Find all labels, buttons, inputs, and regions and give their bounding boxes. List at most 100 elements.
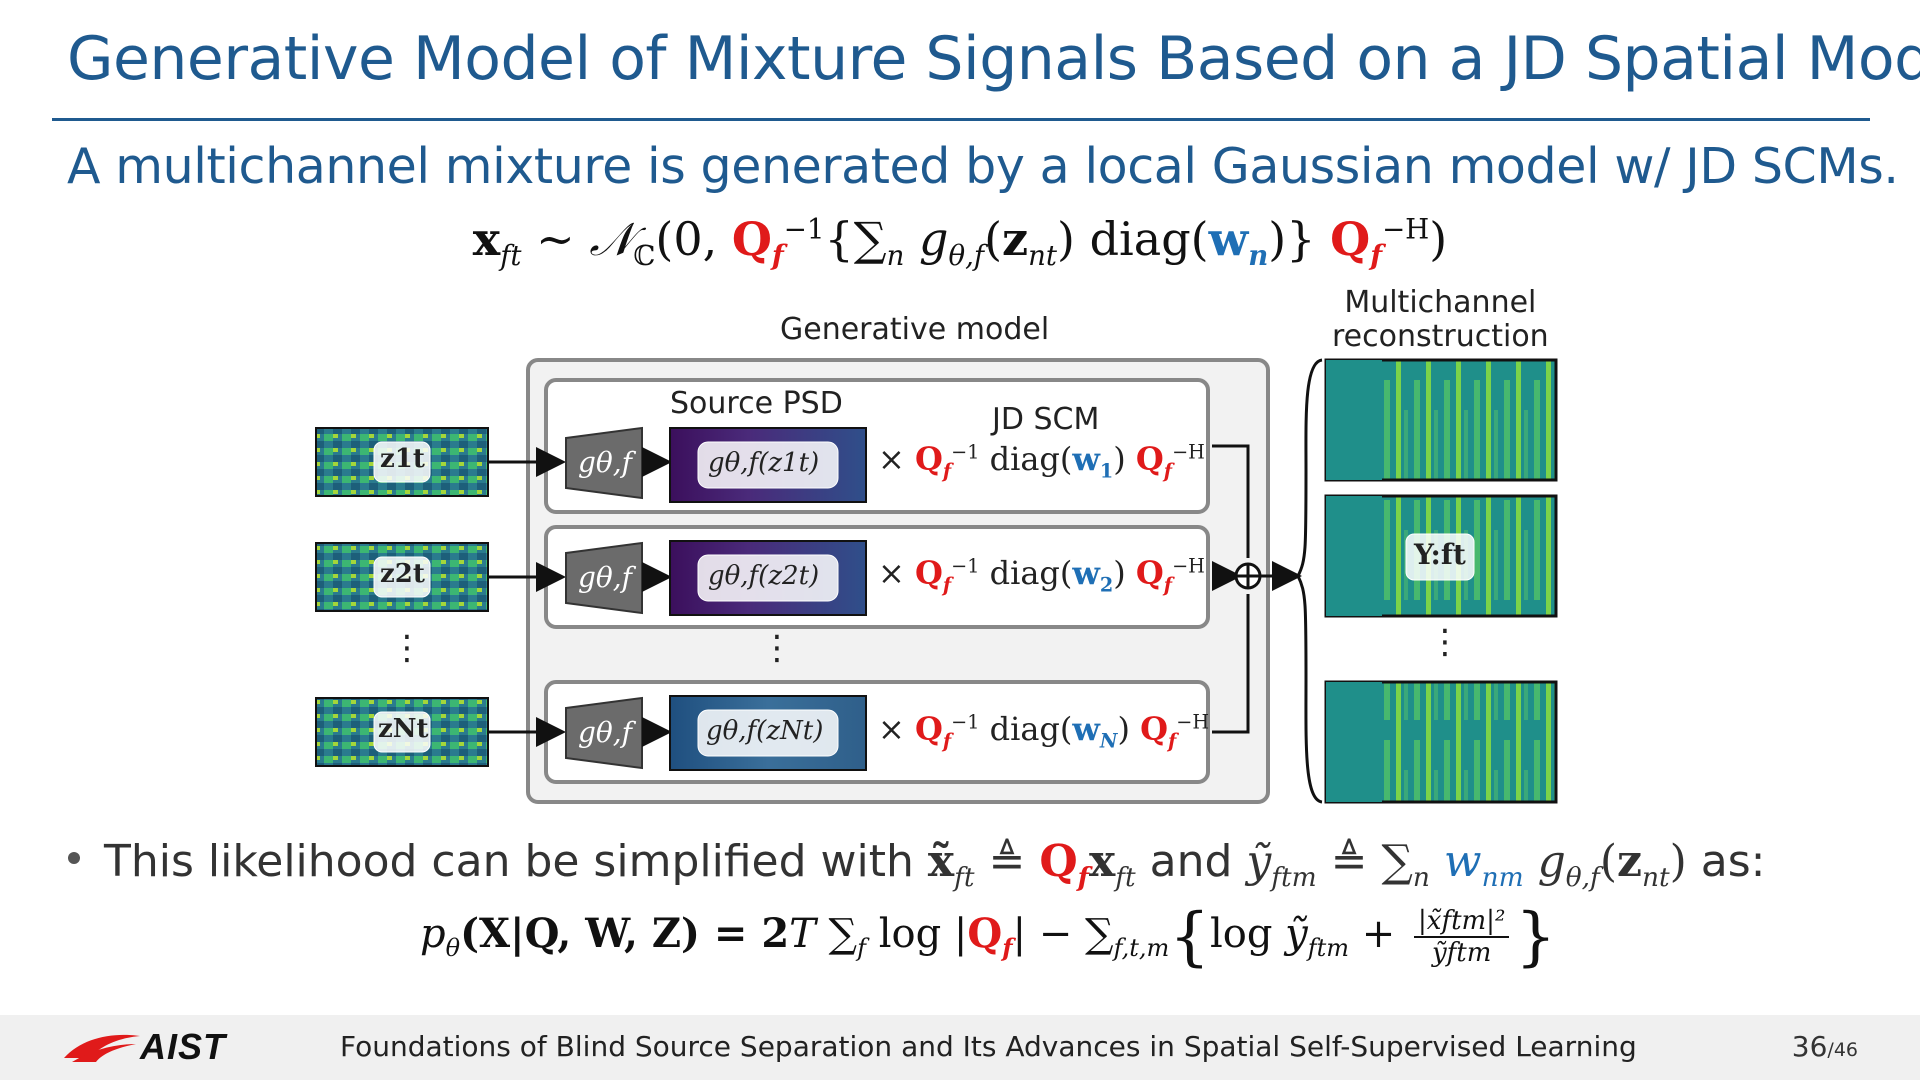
- bullet-x-sub: ft: [1115, 861, 1136, 893]
- likelihood-equation: pθ(X|Q, W, Z) = 2T ∑f log |Qf| − ∑f,t,m{…: [420, 900, 1556, 974]
- lik-y-sub: ftm: [1307, 934, 1350, 962]
- latent-zN-label: zNt: [378, 714, 429, 744]
- bullet-Q: Q: [1039, 836, 1078, 887]
- output-brace: [1296, 358, 1323, 804]
- lik-frac-den: ỹftm: [1431, 938, 1492, 968]
- slide-title: Generative Model of Mixture Signals Base…: [67, 24, 1920, 94]
- lik-p-sub: θ: [445, 934, 461, 962]
- lik-plus: +: [1349, 911, 1409, 957]
- bullet-Q-sub: f: [1077, 861, 1090, 893]
- bullet-post: as:: [1686, 836, 1766, 887]
- main-equation: xft ~ 𝒩ℂ(0, Qf−1{∑n gθ,f(znt) diag(wn)} …: [0, 212, 1920, 272]
- scm-N-QH: Q: [1140, 710, 1168, 748]
- lik-sum2: ∑: [1085, 911, 1114, 957]
- jd-scm-label: JD SCM: [992, 402, 1100, 437]
- scm-N-diag: diag(: [979, 710, 1073, 748]
- decoder-N-label: gθ,f: [578, 716, 633, 749]
- bullet-sum: ∑: [1381, 836, 1413, 887]
- latent-z1-chip: [373, 441, 431, 483]
- lik-p: p: [420, 911, 446, 957]
- multichannel-label-line1: Multichannel: [1344, 285, 1537, 320]
- bullet-def1: ≜: [974, 836, 1040, 887]
- bullet-xt: x̃: [927, 836, 955, 887]
- lik-log: log |: [866, 911, 968, 957]
- slide-subtitle: A multichannel mixture is generated by a…: [67, 138, 1899, 195]
- bullet-yt: ỹ: [1246, 836, 1272, 887]
- eq-z-sub: nt: [1028, 239, 1058, 273]
- psd-1-chip: [697, 441, 839, 489]
- lik-y: ỹ: [1285, 911, 1308, 957]
- page-current: 36: [1791, 1030, 1828, 1063]
- scm-2-times: ×: [878, 554, 915, 592]
- aist-logo-icon: [64, 1034, 140, 1062]
- bullet-z-close: ): [1669, 836, 1687, 887]
- eq-Q2: Q: [1330, 212, 1371, 266]
- latent-z1-label: z1t: [380, 444, 425, 474]
- lik-brace-close: }: [1515, 900, 1557, 974]
- multichannel-label-line2: reconstruction: [1332, 319, 1549, 354]
- aist-logo-text: AIST: [140, 1026, 227, 1067]
- scm-N-w-sub: N: [1099, 729, 1118, 753]
- footer-title: Foundations of Blind Source Separation a…: [340, 1030, 1637, 1063]
- eq-diag: diag(: [1074, 212, 1209, 266]
- scm-2-diag: diag(: [979, 554, 1073, 592]
- lik-Q-sub: f: [1002, 933, 1013, 962]
- bullet-and: and: [1135, 836, 1247, 887]
- bullet-z-sub: nt: [1641, 861, 1670, 893]
- scm-N-close: ): [1117, 710, 1141, 748]
- scm-2-QH-sup: −H: [1172, 554, 1205, 578]
- bullet-z-open: (: [1599, 836, 1617, 887]
- bullet-x: x: [1089, 836, 1116, 887]
- eq-z-close: ): [1057, 212, 1075, 266]
- scm-1-QH: Q: [1135, 440, 1164, 478]
- output-spectrogram-2-pad: [1326, 496, 1382, 616]
- lik-brace-open: {: [1169, 900, 1210, 974]
- vdots-psd: ⋮: [760, 628, 794, 668]
- scm-1-w-sub: 1: [1099, 459, 1114, 483]
- lik-frac-num: |x̃ftm|²: [1414, 906, 1510, 938]
- decoder-1: [565, 426, 643, 500]
- bullet-item: This likelihood can be simplified with x…: [68, 836, 1765, 893]
- line-row1-sum: [1212, 444, 1250, 558]
- lik-Q: Q: [967, 910, 1003, 957]
- vdots-latent: ⋮: [390, 628, 424, 668]
- decoder-2-label: gθ,f: [578, 561, 633, 594]
- eq-brace-open: {: [824, 212, 854, 266]
- eq-Q: Q: [731, 212, 772, 266]
- scm-1-QH-sup: −H: [1172, 440, 1205, 464]
- scm-2-Q: Q: [914, 554, 943, 592]
- lik-abs-close: | −: [1012, 911, 1085, 957]
- bullet-g: g: [1523, 836, 1566, 887]
- bullet-xt-sub: ft: [954, 861, 975, 893]
- generative-model-label: Generative model: [780, 312, 1050, 347]
- psd-N-label: gθ,f(zNt): [706, 716, 824, 746]
- line-rowN-sum: [1212, 594, 1250, 734]
- psd-2-chip: [697, 554, 839, 602]
- eq-sum: ∑: [853, 212, 887, 266]
- lik-args: (X|Q, W, Z) = 2: [460, 910, 790, 957]
- output-spectrogram-3-pad: [1326, 682, 1382, 802]
- output-chip: [1405, 533, 1475, 581]
- scm-2-QH: Q: [1135, 554, 1164, 592]
- scm-1-Q: Q: [914, 440, 943, 478]
- eq-close: ): [1429, 212, 1448, 266]
- page-number: 36/46: [1792, 1030, 1858, 1063]
- vdots-output: ⋮: [1428, 622, 1462, 662]
- scm-1-Q-sub: f: [942, 459, 952, 483]
- decoder-2: [565, 541, 643, 615]
- bullet-sum-sub: n: [1412, 861, 1430, 893]
- scm-1-QH-sub: f: [1163, 459, 1173, 483]
- bullet-g-sub: θ,f: [1565, 861, 1600, 893]
- bullet-z: z: [1616, 836, 1642, 887]
- eq-g: g: [904, 212, 949, 266]
- output-label: Y:ft: [1414, 538, 1466, 571]
- scm-N-Q: Q: [914, 710, 943, 748]
- scm-1: × Qf−1 diag(w1) Qf−H: [878, 440, 1205, 482]
- psd-2-label: gθ,f(z2t): [708, 561, 820, 591]
- lik-sum2-sub: f,t,m: [1113, 934, 1170, 962]
- lik-sum1: ∑: [815, 911, 858, 957]
- scm-1-Q-sup: −1: [951, 440, 980, 464]
- eq-Q-sub: f: [771, 239, 784, 273]
- scm-N: × Qf−1 diag(wN) Qf−H: [878, 710, 1209, 752]
